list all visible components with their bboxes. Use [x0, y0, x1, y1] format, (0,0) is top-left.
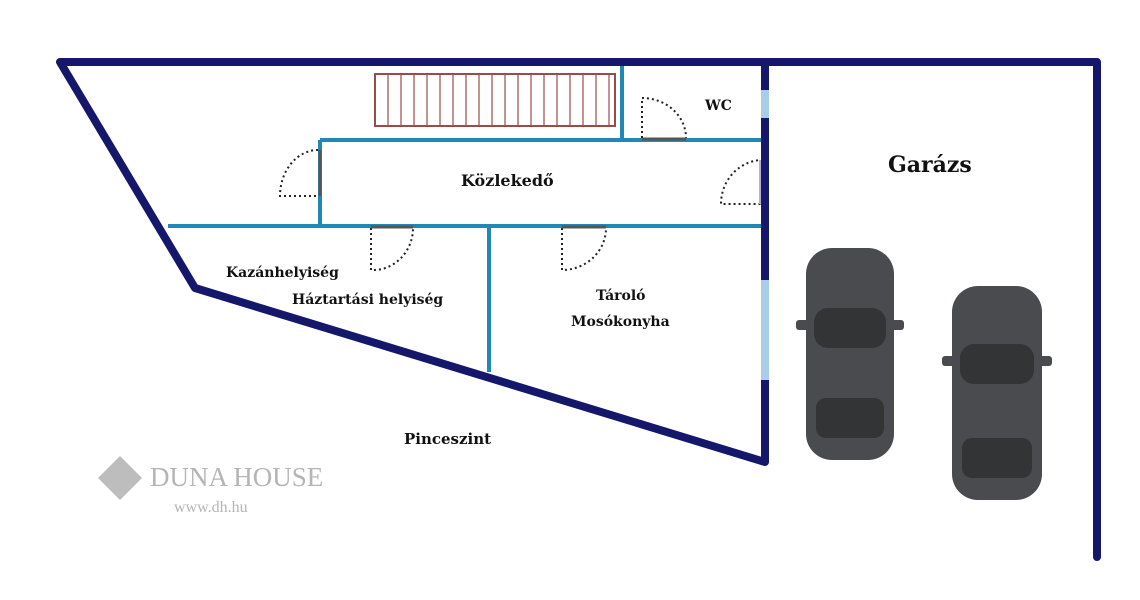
staircase	[374, 73, 616, 127]
inner-walls	[168, 62, 765, 372]
room-label-laundry: Mosókonyha	[571, 314, 670, 330]
level-label: Pinceszint	[404, 430, 491, 448]
room-label-corridor: Közlekedő	[461, 171, 554, 190]
car-right	[942, 286, 1052, 500]
watermark: DUNA HOUSE www.dh.hu	[98, 456, 323, 516]
watermark-brand: DUNA HOUSE	[150, 462, 323, 492]
windows	[761, 90, 769, 380]
stairs-outline	[374, 73, 616, 127]
room-label-boiler: Kazánhelyiség	[226, 265, 339, 281]
car-left	[796, 248, 904, 460]
room-label-storage: Tároló	[596, 288, 646, 304]
outer-walls	[56, 58, 1101, 561]
room-label-utility: Háztartási helyiség	[292, 292, 443, 308]
watermark-url: www.dh.hu	[174, 499, 248, 516]
watermark-logo-icon	[98, 456, 142, 500]
room-label-garage: Garázs	[888, 152, 972, 178]
room-label-wc: WC	[704, 98, 732, 114]
